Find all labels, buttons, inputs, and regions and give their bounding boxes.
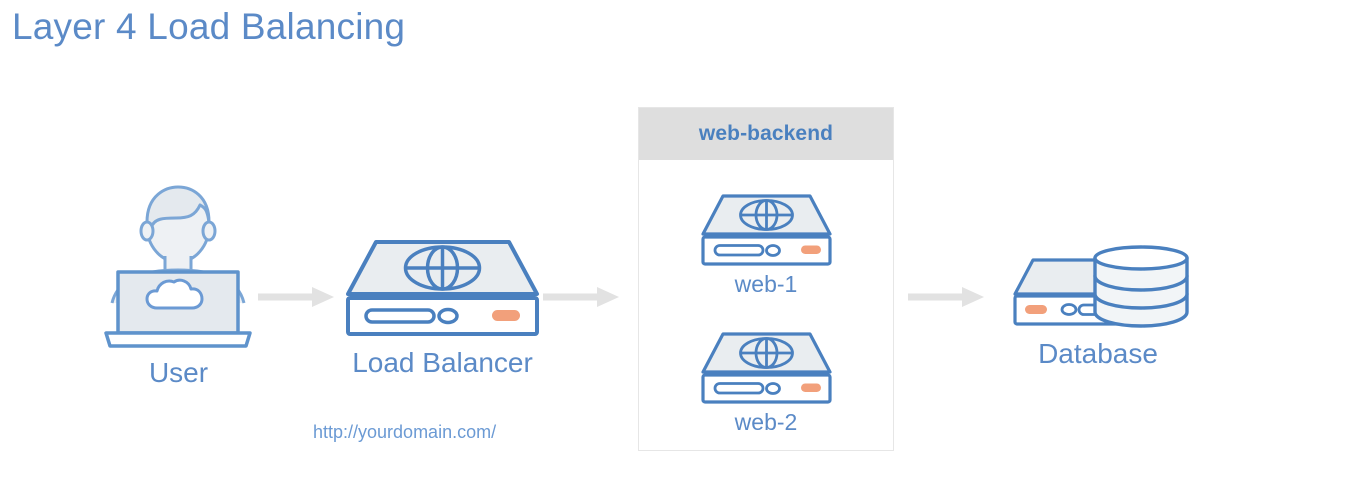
arrow-web-backend-to-database [908, 285, 988, 309]
group-title-web-backend: web-backend [698, 122, 834, 145]
node-label-database: Database [1038, 338, 1158, 369]
group-body-web-backend: web-1 web-2 [639, 160, 893, 450]
server-globe-icon [691, 330, 841, 408]
node-web-1: web-1 [691, 192, 841, 298]
cloud-icon [145, 278, 204, 310]
load-balancer-url: http://yourdomain.com/ [313, 422, 497, 442]
node-label-load-balancer: Load Balancer [352, 347, 533, 378]
node-label-web-1: web-1 [734, 271, 798, 297]
group-web-backend: web-backend web-1 [638, 107, 894, 451]
database-server-icon [1003, 245, 1193, 336]
node-database: Database [1003, 245, 1193, 370]
arrow-load-balancer-to-web-backend [543, 285, 623, 309]
database-cylinder [1093, 245, 1189, 328]
node-web-2: web-2 [691, 330, 841, 436]
user-laptop-icon [96, 178, 261, 353]
server-globe-icon [330, 236, 555, 341]
server-globe-icon [691, 192, 841, 270]
node-label-web-2: web-2 [734, 409, 798, 435]
arrow-user-to-load-balancer [258, 285, 338, 309]
group-header-web-backend: web-backend [639, 108, 893, 160]
node-user: User [96, 178, 261, 389]
node-label-user: User [148, 357, 209, 388]
page-title: Layer 4 Load Balancing [12, 6, 406, 47]
node-load-balancer: Load Balancer [330, 236, 555, 379]
